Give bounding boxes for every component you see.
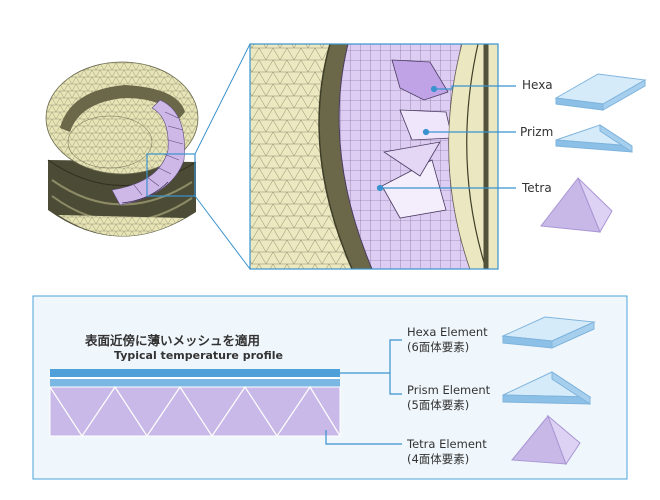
panel-subtitle: Typical temperature profile	[114, 349, 283, 362]
top-leaders	[376, 85, 516, 192]
zoom-connector-top	[194, 43, 251, 155]
hexa-shape-bottom	[501, 316, 596, 349]
prism-shape-top	[555, 124, 633, 153]
hexa-layer	[50, 369, 340, 377]
tetra-layer	[50, 387, 340, 436]
mesh-model	[45, 61, 199, 237]
hexa-element-label: Hexa Element (6面体要素)	[407, 325, 488, 355]
zoom-frame	[249, 43, 499, 270]
zoom-connector-bottom	[194, 195, 251, 270]
panel-title: 表面近傍に薄いメッシュを適用	[85, 333, 261, 348]
hexa-shape-top	[554, 73, 647, 111]
prism-element-faces: (5面体要素)	[407, 398, 470, 412]
purple-band	[111, 99, 185, 206]
tetra-shape-top	[540, 177, 613, 234]
zoomed-mesh	[250, 44, 498, 269]
tetra-shape-bottom	[511, 414, 581, 466]
label-tetra: Tetra	[522, 181, 552, 195]
hexa-element-faces: (6面体要素)	[407, 340, 470, 354]
prism-element-name: Prism Element	[407, 383, 491, 397]
hexa-element-name: Hexa Element	[407, 325, 488, 339]
tetra-element-name: Tetra Element	[407, 437, 487, 451]
hexa-leader	[434, 85, 516, 90]
label-prizm: Prizm	[520, 125, 554, 139]
prism-shape-bottom	[502, 371, 592, 405]
label-hexa: Hexa	[522, 78, 553, 92]
bottom-leaders	[325, 339, 402, 445]
prism-layer	[50, 379, 340, 387]
prism-element-label: Prism Element (5面体要素)	[407, 383, 490, 413]
zoom-selection-box	[146, 153, 196, 197]
tetra-element-faces: (4面体要素)	[407, 452, 470, 466]
tetra-element-label: Tetra Element (4面体要素)	[407, 437, 487, 467]
